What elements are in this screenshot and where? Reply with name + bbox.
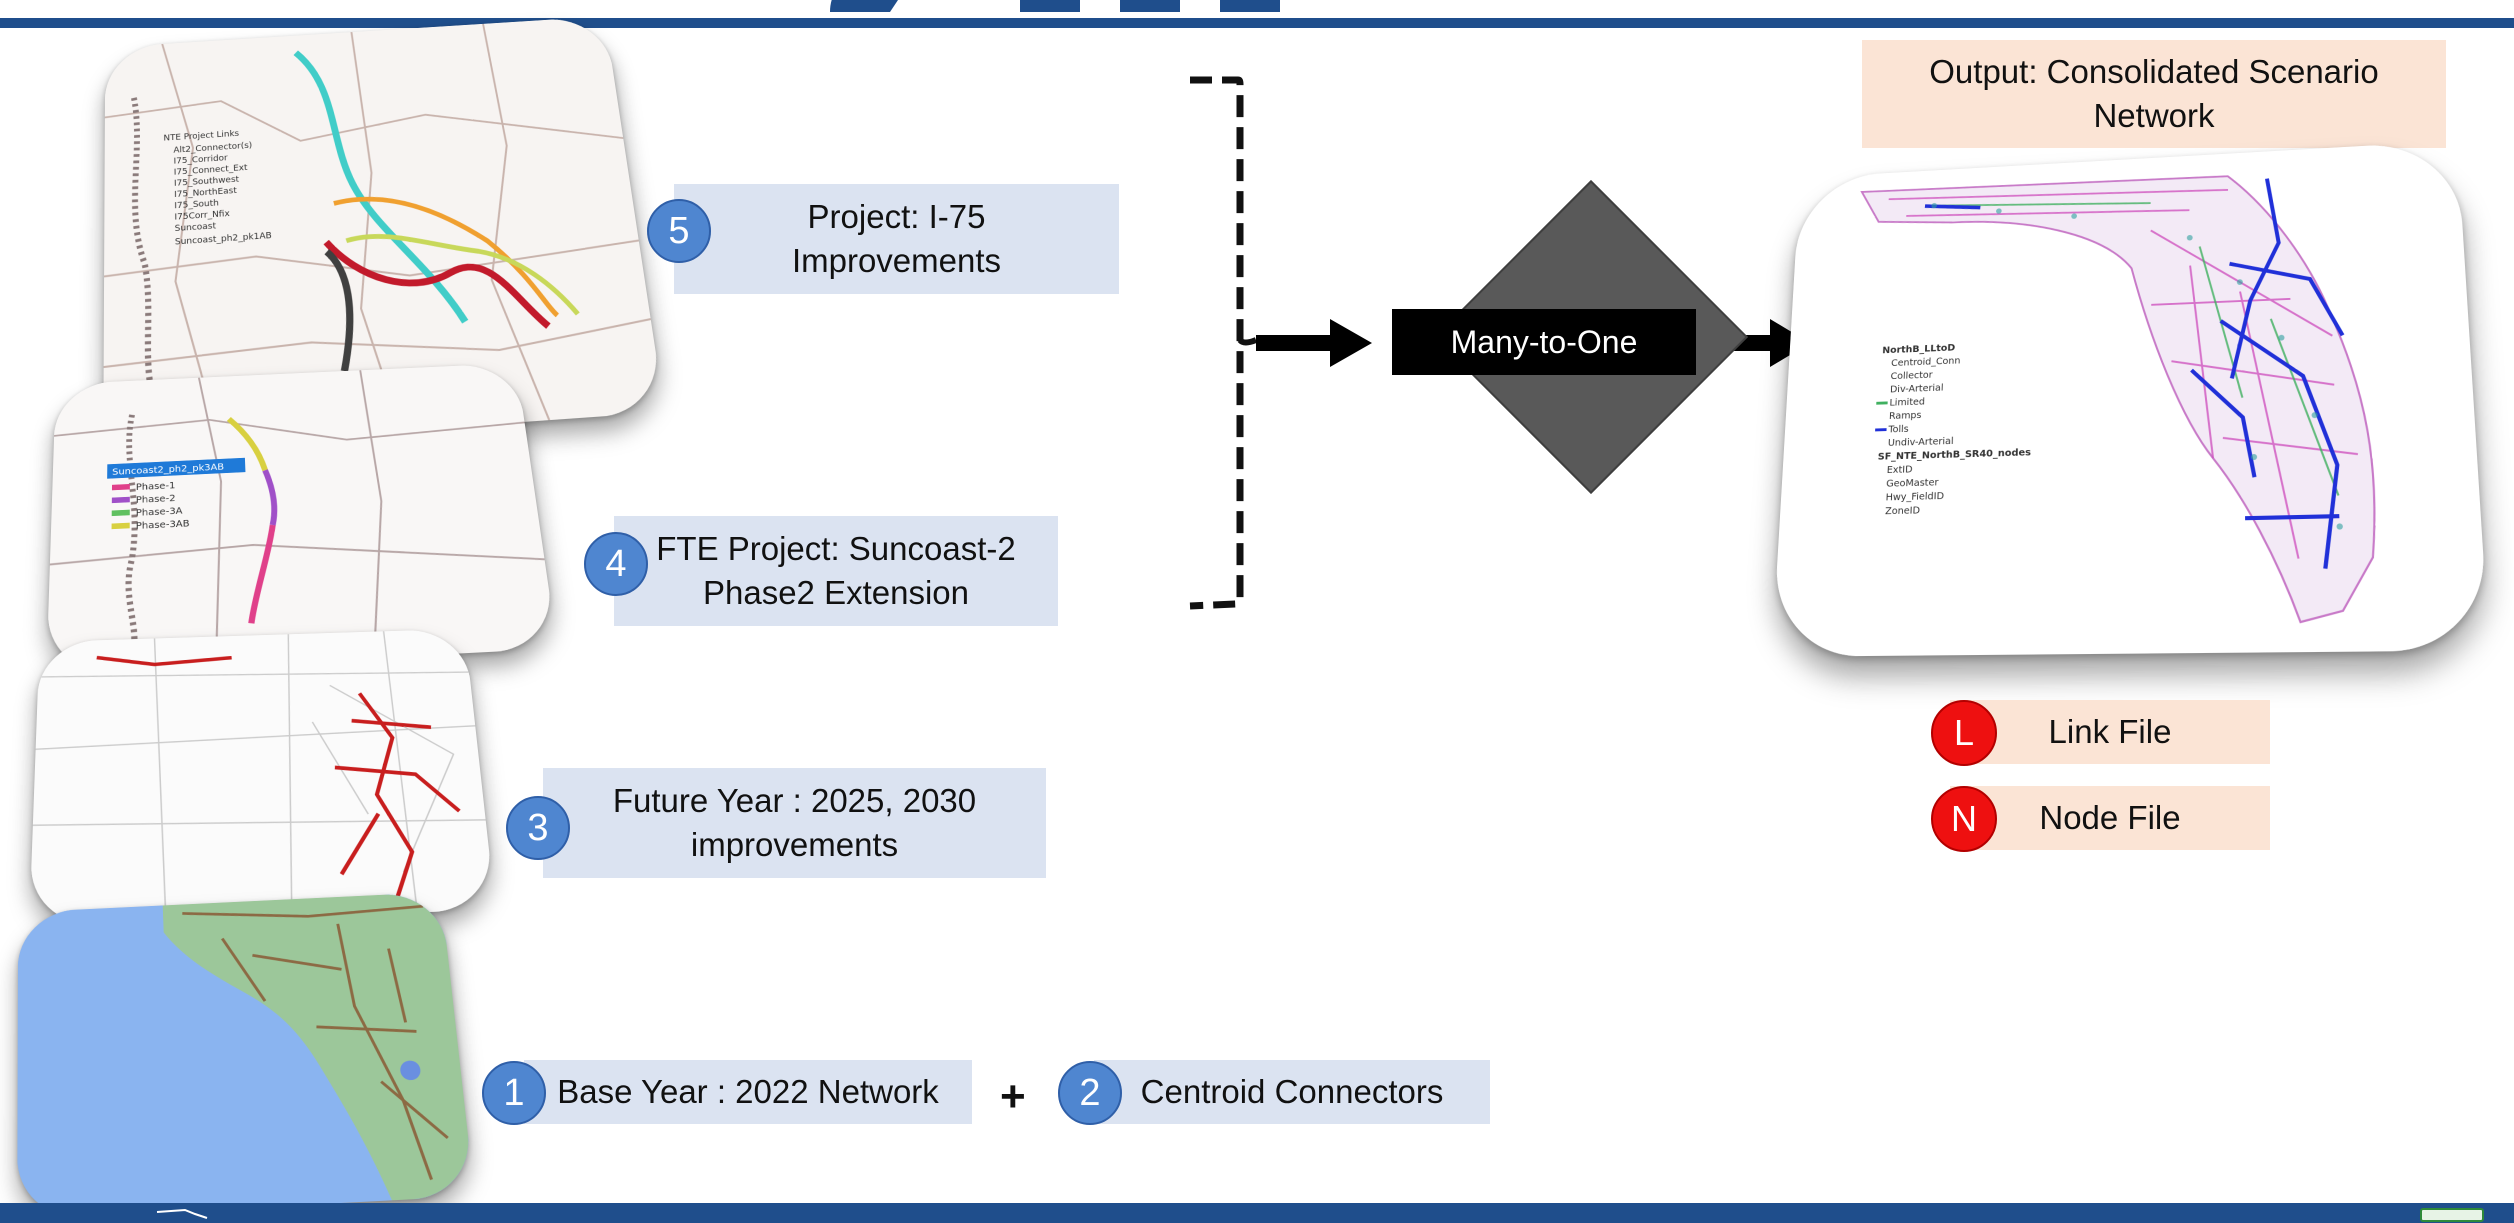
layer-3-number: 3 [506,796,570,860]
svg-text:I75_South: I75_South [174,198,219,211]
svg-text:Phase-2: Phase-2 [136,493,176,506]
footer-band [0,1203,2514,1223]
svg-text:Collector: Collector [1890,370,1933,383]
svg-text:Limited: Limited [1889,396,1925,408]
output-nodes-title: SF_NTE_NorthB_SR40_nodes [1878,447,2032,463]
suncoast-map-graphic: Suncoast2_ph2_pk3AB Phase-1 Phase-2 Phas… [46,363,558,675]
map-layer-1-base [17,892,475,1220]
florida-outline-logo [156,1208,208,1219]
arrow-to-process [1256,319,1372,367]
svg-text:ZoneID: ZoneID [1885,505,1920,517]
layer-4-number: 4 [584,532,648,596]
svg-text:I75_Corridor: I75_Corridor [174,153,229,166]
map-layer-3-future [29,628,496,926]
layer-5-number: 5 [647,199,711,263]
node-file-label: Node File [1950,786,2270,850]
svg-text:I75_NorthEast: I75_NorthEast [174,186,238,200]
map-layer-4-suncoast: Suncoast2_ph2_pk3AB Phase-1 Phase-2 Phas… [46,363,558,675]
link-file-label: Link File [1950,700,2270,764]
future-year-map-graphic [29,628,496,926]
svg-text:I75Corr_Nfix: I75Corr_Nfix [174,209,230,223]
output-legend-title: NorthB_LLtoD [1882,342,1955,356]
svg-text:Centroid_Conn: Centroid_Conn [1891,355,1961,369]
plus-sign: + [1000,1072,1026,1121]
header-band [0,18,2514,28]
svg-text:Hwy_FieldID: Hwy_FieldID [1885,491,1944,504]
svg-text:GeoMaster: GeoMaster [1886,477,1939,490]
consolidated-map-graphic: NorthB_LLtoD Centroid_Conn Collector Div… [1771,140,2490,657]
svg-text:Suncoast: Suncoast [175,221,217,234]
base-year-map-graphic [17,892,475,1220]
i75-map-graphic: NTE Project Links Alt2_Connector(s) I75_… [103,16,665,452]
link-file-icon: L [1931,700,1997,766]
many-to-one-label: Many-to-One [1392,309,1696,375]
svg-text:Ramps: Ramps [1889,410,1922,422]
layer-2-label: Centroid Connectors [1094,1060,1490,1124]
svg-text:Phase-1: Phase-1 [136,480,176,493]
node-file-icon: N [1931,786,1997,852]
consolidated-network-map: NorthB_LLtoD Centroid_Conn Collector Div… [1771,140,2490,657]
svg-text:Tolls: Tolls [1887,424,1909,436]
svg-text:ExtID: ExtID [1887,464,1913,476]
agency-logo [2420,1208,2484,1222]
svg-text:I75_Southwest: I75_Southwest [174,175,240,189]
svg-text:Undiv-Arterial: Undiv-Arterial [1888,436,1954,449]
svg-text:Phase-3A: Phase-3A [136,506,183,519]
layer-1-number: 1 [482,1061,546,1125]
svg-text:I75_Connect_Ext: I75_Connect_Ext [174,163,249,178]
arrow-to-output [1716,319,1810,367]
layer-2-number: 2 [1058,1061,1122,1125]
map-layer-5-i75: NTE Project Links Alt2_Connector(s) I75_… [103,16,665,452]
merge-bracket [1189,76,1258,610]
slide-title-fragment [830,0,1280,12]
layer-1-label: Base Year : 2022 Network [524,1060,972,1124]
svg-text:Phase-3AB: Phase-3AB [136,518,190,532]
svg-text:Div-Arterial: Div-Arterial [1890,382,1944,395]
